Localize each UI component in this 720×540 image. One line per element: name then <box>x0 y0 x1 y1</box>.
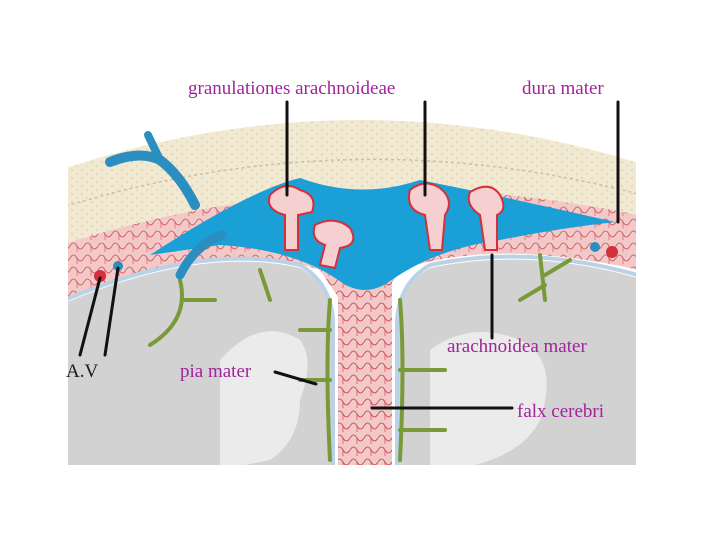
leader-lines <box>78 100 620 410</box>
arachnoid-granulations <box>268 182 505 270</box>
vein-right <box>590 242 600 252</box>
arachnoid-left <box>68 256 335 465</box>
white-matter-right <box>430 332 547 465</box>
falx-capillaries <box>338 280 392 465</box>
leader-av-1 <box>78 276 102 357</box>
label-falx-cerebri: falx cerebri <box>517 401 605 422</box>
leader-pia <box>273 370 318 386</box>
white-matter-left <box>220 331 308 465</box>
skull-bone-texture <box>68 120 636 243</box>
periosteal-line <box>68 158 636 207</box>
label-dura-mater: dura mater <box>522 78 604 99</box>
pia-vessels <box>148 253 572 462</box>
artery-right <box>606 246 618 258</box>
anatomy-layers <box>68 120 636 465</box>
leader-av-2 <box>103 266 120 357</box>
bridging-vein-low <box>175 230 227 280</box>
label-arachnoidea-mater: arachnoidea mater <box>447 336 587 357</box>
label-granulationes: granulationes arachnoideae <box>188 78 396 99</box>
bridging-vein-branch <box>144 131 164 164</box>
artery-left <box>94 270 106 282</box>
arachnoid-right <box>395 254 636 465</box>
label-pia-mater: pia mater <box>180 361 252 382</box>
label-av: A.V <box>66 361 99 382</box>
vein-left <box>113 261 123 271</box>
